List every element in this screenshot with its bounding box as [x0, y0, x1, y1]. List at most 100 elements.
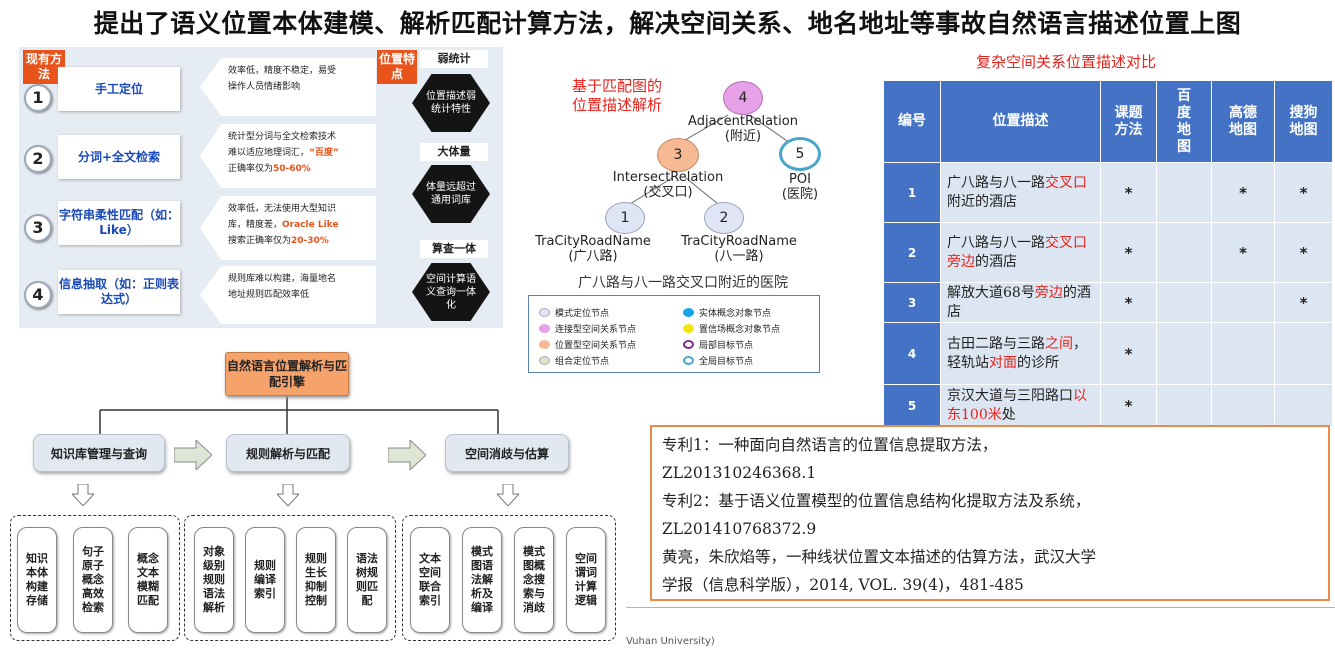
table-row: 2 广八路与八一路交叉口旁边的酒店 * * *: [883, 222, 1333, 283]
method-description: 统计型分词与全文检索技术 难以适应地理词汇，“百度” 正确率仅为50-60%: [200, 124, 376, 188]
graph-node: 2: [704, 202, 744, 234]
method-number: 1: [24, 84, 52, 112]
graph-caption: 广八路与八一路交叉口附近的医院: [578, 275, 788, 291]
location-description: 京汉大道与三阳路口以东100米处: [940, 384, 1101, 427]
column-header: 高德地图: [1211, 80, 1275, 163]
method-number: 4: [24, 281, 52, 309]
result-cell: *: [1274, 222, 1333, 283]
result-cell: [1274, 384, 1333, 427]
flow-group-knowledge: [10, 515, 180, 641]
graph-title: 基于匹配图的 位置描述解析: [572, 77, 663, 114]
right-arrow-icon: [388, 440, 426, 470]
column-header: 编号: [883, 80, 941, 163]
result-cell: *: [1274, 162, 1333, 223]
graph-node-label: POI(医院): [781, 172, 819, 202]
result-cell: [1274, 322, 1333, 385]
divider-line: [626, 607, 1335, 608]
flow-group-rules: [184, 515, 396, 641]
graph-node-label: TraCityRoadName(八一路): [681, 234, 797, 264]
location-description: 广八路与八一路交叉口旁边的酒店: [940, 222, 1101, 283]
citations-box: 专利1：一种面向自然语言的位置信息提取方法， ZL201310246368.1 …: [650, 425, 1330, 601]
flow-leaf: 文本空间联合索引: [410, 527, 450, 633]
column-header: 搜狗地图: [1274, 80, 1333, 163]
result-cell: [1156, 222, 1212, 283]
flow-leaf: 知识本体构建存储: [17, 527, 57, 633]
flow-leaf: 空间谓词计算逻辑: [566, 527, 606, 633]
citation-line: 专利1：一种面向自然语言的位置信息提取方法，: [662, 436, 998, 454]
result-cell: [1156, 162, 1212, 223]
method-name: 手工定位: [58, 67, 180, 111]
result-cell: [1156, 384, 1212, 427]
result-cell: [1211, 322, 1275, 385]
location-features-tag: 位置特点: [377, 50, 417, 84]
method-description: 效率低，精度不稳定，易受 操作人员情绪影响: [200, 58, 376, 116]
graph-node: 1: [605, 202, 645, 234]
graph-legend: 模式定位节点 实体概念对象节点 连接型空间关系节点 置信场概念对象节点 位置型空…: [528, 295, 820, 373]
flow-leaf: 对象级别规则语法解析: [194, 527, 234, 633]
result-cell: *: [1211, 222, 1275, 283]
legend-item: 全局目标节点: [683, 354, 753, 367]
method-description: 规则库难以构建，海量地名 地址规则匹配效率低: [200, 266, 376, 324]
row-number: 1: [883, 162, 941, 223]
result-cell: [1156, 282, 1212, 323]
row-number: 4: [883, 322, 941, 385]
row-number: 3: [883, 282, 941, 323]
legend-item: 位置型空间关系节点: [539, 338, 636, 351]
graph-node: 3: [657, 138, 699, 172]
comparison-table: 编号 位置描述 课题方法 百度地图 高德地图 搜狗地图 1 广八路与八一路交叉口…: [883, 80, 1333, 427]
flow-level-knowledge: 知识库管理与查询: [33, 434, 165, 472]
result-cell: [1156, 322, 1212, 385]
method-description: 效率低，无法使用大型知识 库，精度差，Oracle Like 搜索正确率仅为20…: [200, 196, 376, 260]
feature-heading: 算查一体: [420, 240, 488, 258]
result-cell: *: [1100, 162, 1157, 223]
feature-hexagon: 体量远超过通用词库: [412, 165, 490, 223]
graph-node: 5: [779, 137, 821, 171]
result-cell: *: [1100, 322, 1157, 385]
location-description: 解放大道68号旁边的酒店: [940, 282, 1101, 323]
citation-line: 学报（信息科学版），2014, VOL. 39(4)，481-485: [662, 576, 1024, 594]
feature-heading: 大体量: [420, 143, 488, 161]
legend-item: 模式定位节点: [539, 306, 609, 319]
down-arrow-icon: [497, 484, 519, 506]
legend-item: 连接型空间关系节点: [539, 322, 636, 335]
flow-leaf: 模式图语法解析及编译: [462, 527, 502, 633]
location-description: 广八路与八一路交叉口附近的酒店: [940, 162, 1101, 223]
table-row: 1 广八路与八一路交叉口附近的酒店 * * *: [883, 162, 1333, 223]
citation-line: ZL201310246368.1: [662, 464, 817, 482]
result-cell: *: [1100, 384, 1157, 427]
graph-node-label: IntersectRelation(交叉口): [612, 170, 724, 200]
method-name: 字符串柔性匹配（如：Like）: [58, 201, 180, 245]
flow-group-disambiguation: [402, 515, 616, 641]
flow-connectors: [99, 396, 499, 434]
result-cell: [1211, 384, 1275, 427]
graph-node-label: TraCityRoadName(广八路): [535, 234, 651, 264]
flow-root-engine: 自然语言位置解析与匹配引擎: [225, 352, 349, 396]
column-header: 课题方法: [1100, 80, 1157, 163]
flow-level-disambiguation: 空间消歧与估算: [445, 434, 569, 472]
location-description: 古田二路与三路之间，轻轨站对面的诊所: [940, 322, 1101, 385]
feature-heading: 弱统计: [420, 50, 488, 68]
result-cell: *: [1100, 282, 1157, 323]
down-arrow-icon: [277, 484, 299, 506]
method-name: 分词+全文检索: [58, 135, 180, 179]
table-row: 5 京汉大道与三阳路口以东100米处 *: [883, 384, 1333, 427]
flow-leaf: 模式图概念搜索与消歧: [514, 527, 554, 633]
legend-item: 置信场概念对象节点: [683, 322, 780, 335]
graph-edges: [629, 114, 791, 205]
footer-text: Vuhan University): [626, 636, 715, 647]
flow-leaf: 规则编译索引: [245, 527, 285, 633]
table-row: 3 解放大道68号旁边的酒店 * *: [883, 282, 1333, 323]
row-number: 2: [883, 222, 941, 283]
column-header: 位置描述: [940, 80, 1101, 163]
slide-title: 提出了语义位置本体建模、解析匹配计算方法，解决空间关系、地名地址等事故自然语言描…: [93, 9, 1242, 38]
graph-node-label: AdjacentRelation(附近): [688, 114, 798, 144]
method-name: 信息抽取（如：正则表达式）: [58, 270, 180, 314]
flow-leaf: 句子原子概念高效检索: [73, 527, 113, 633]
row-number: 5: [883, 384, 941, 427]
flow-leaf: 规则生长抑制控制: [296, 527, 336, 633]
flow-level-rules: 规则解析与匹配: [226, 434, 350, 472]
result-cell: *: [1211, 162, 1275, 223]
citation-line: 专利2：基于语义位置模型的位置信息结构化提取方法及系统，: [662, 492, 1091, 510]
legend-item: 组合定位节点: [539, 354, 609, 367]
legend-item: 实体概念对象节点: [683, 306, 771, 319]
